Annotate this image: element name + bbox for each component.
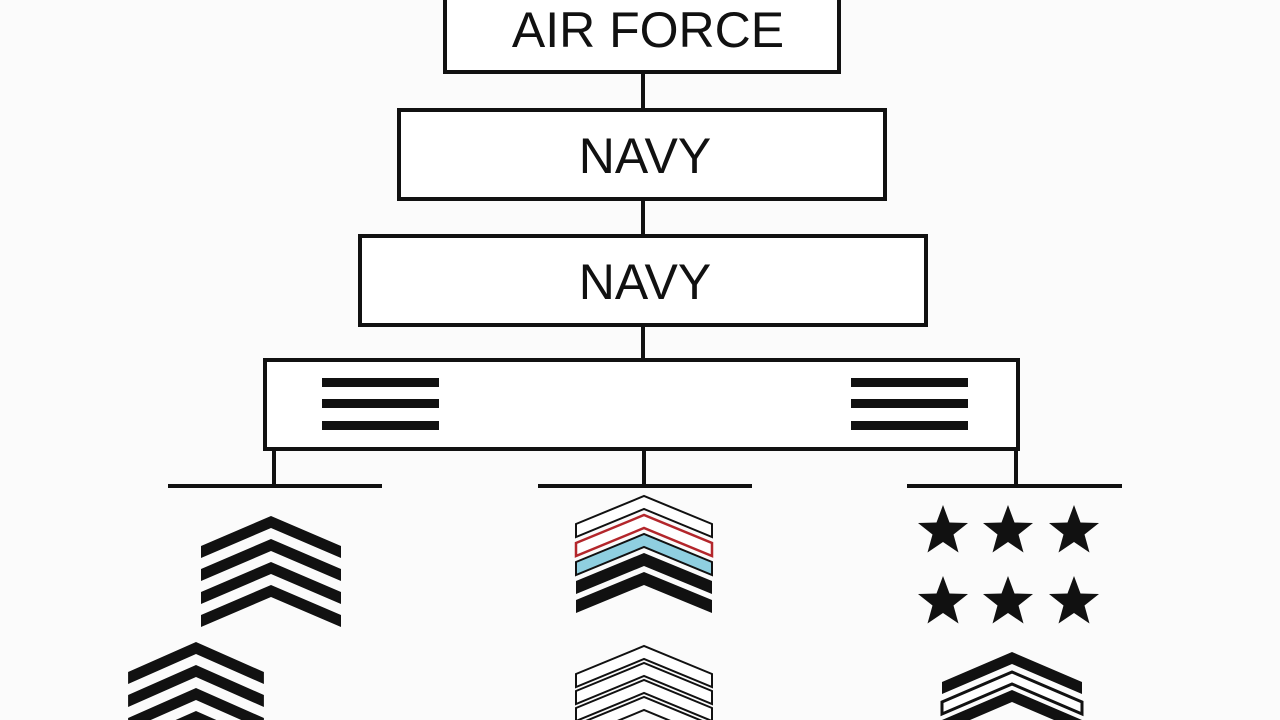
hierarchy-box-insignia	[263, 358, 1020, 451]
stars-icon-right	[918, 505, 1099, 624]
chevron-icon-center-lower	[575, 645, 713, 720]
chevron-icon-left-lower	[128, 642, 264, 720]
hierarchy-box-navy-lower: NAVY	[358, 234, 928, 327]
hierarchy-box-navy-upper: NAVY	[397, 108, 887, 201]
hierarchy-box-air-force: AIR FORCE	[443, 0, 841, 74]
box-label-air-force: AIR FORCE	[512, 2, 784, 58]
chevron-icon-left-upper	[201, 516, 341, 627]
bars-icon-right	[851, 378, 968, 430]
box-label-navy-upper: NAVY	[579, 128, 711, 184]
connector-lines	[168, 72, 1122, 488]
bars-icon-left	[322, 378, 439, 430]
box-label-navy-lower: NAVY	[579, 254, 711, 310]
chevron-icon-center-upper	[574, 495, 714, 613]
chevron-icon-right-lower	[940, 652, 1084, 720]
